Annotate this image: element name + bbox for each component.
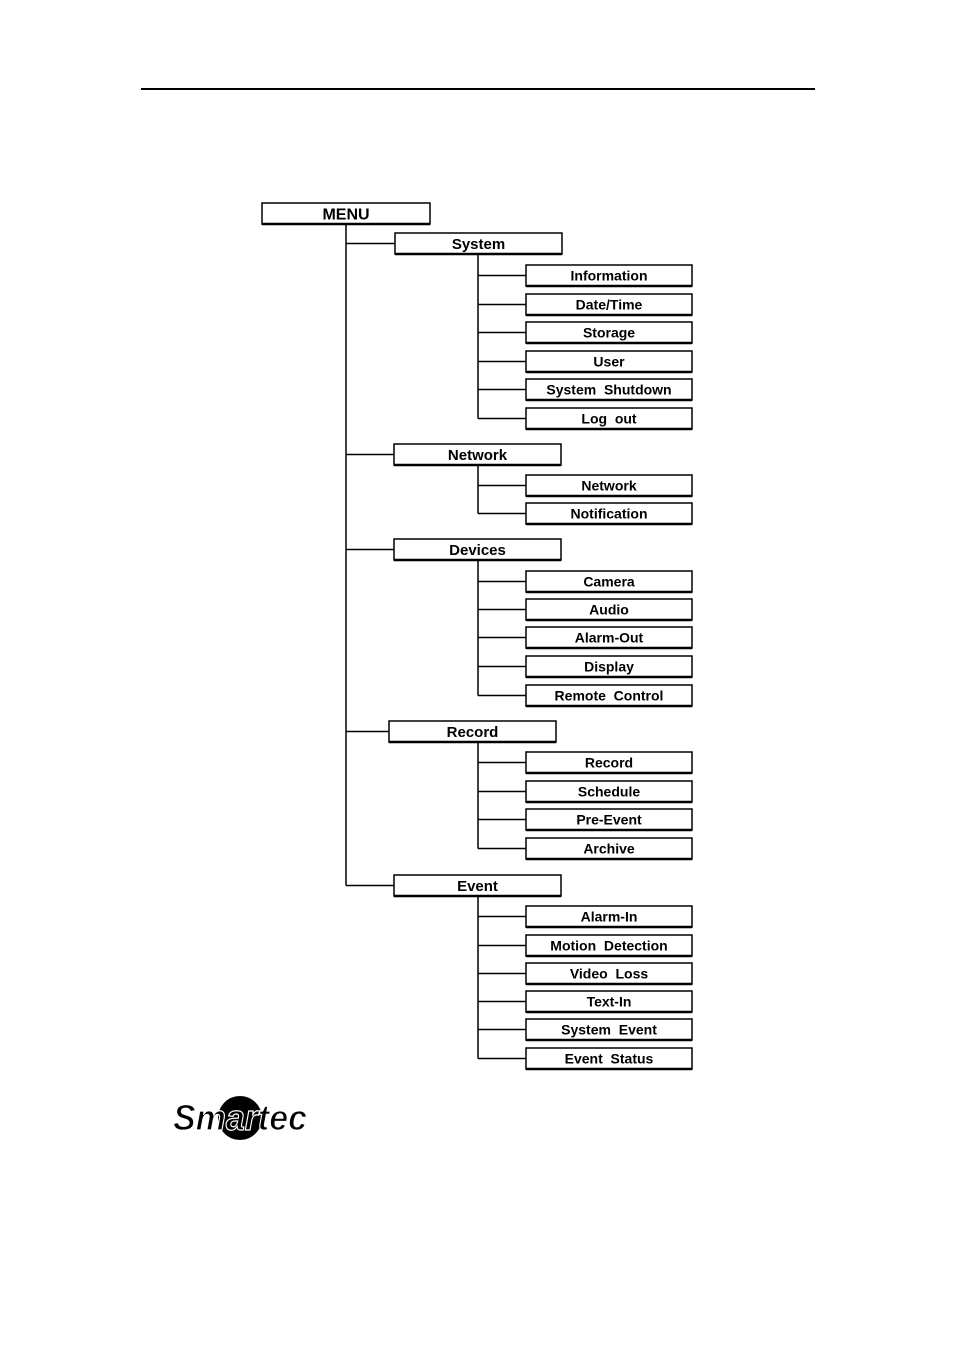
- item-box-event-text-in-label: Text-In: [587, 994, 632, 1010]
- item-box-event-motion-detection: Motion Detection: [526, 935, 692, 956]
- menu-root-box-label: MENU: [322, 206, 369, 223]
- item-box-devices-camera-label: Camera: [583, 574, 635, 590]
- item-box-record-archive-label: Archive: [583, 841, 635, 857]
- item-box-record-pre-event: Pre-Event: [526, 809, 692, 830]
- item-box-record-pre-event-label: Pre-Event: [576, 812, 642, 828]
- group-box-devices: Devices: [394, 539, 561, 560]
- group-box-system-label: System: [452, 236, 505, 253]
- item-box-devices-alarm-out: Alarm-Out: [526, 627, 692, 648]
- item-box-event-event-status: Event Status: [526, 1048, 692, 1069]
- item-box-event-video-loss-label: Video Loss: [570, 966, 649, 982]
- item-box-event-alarm-in: Alarm-In: [526, 906, 692, 927]
- item-box-event-motion-detection-label: Motion Detection: [550, 938, 667, 954]
- item-box-devices-audio-label: Audio: [589, 602, 629, 618]
- item-box-system-log-out: Log out: [526, 408, 692, 429]
- group-box-system: System: [395, 233, 562, 254]
- item-box-network-network: Network: [526, 475, 692, 496]
- item-box-event-system-event: System Event: [526, 1019, 692, 1040]
- item-box-record-archive: Archive: [526, 838, 692, 859]
- item-box-devices-display: Display: [526, 656, 692, 677]
- item-box-system-storage-label: Storage: [583, 325, 635, 341]
- item-box-system-date-time-label: Date/Time: [576, 297, 643, 313]
- item-box-system-user-label: User: [593, 354, 625, 370]
- item-box-devices-camera: Camera: [526, 571, 692, 592]
- tree-connectors: [346, 224, 526, 1059]
- item-box-system-system-shutdown-label: System Shutdown: [546, 382, 671, 398]
- logo-text: Smartec: [173, 1097, 307, 1138]
- group-box-record-label: Record: [447, 724, 499, 741]
- group-box-network-label: Network: [448, 447, 508, 464]
- tree-boxes: MENU SystemInformationDate/TimeStorageUse…: [262, 203, 692, 1069]
- group-box-record: Record: [389, 721, 556, 742]
- item-box-event-system-event-label: System Event: [561, 1022, 657, 1038]
- menu-root-box: MENU: [262, 203, 430, 224]
- group-box-event-label: Event: [457, 878, 498, 895]
- item-box-record-schedule: Schedule: [526, 781, 692, 802]
- group-box-network: Network: [394, 444, 561, 465]
- item-box-devices-audio: Audio: [526, 599, 692, 620]
- item-box-network-network-label: Network: [581, 478, 636, 494]
- item-box-record-record: Record: [526, 752, 692, 773]
- item-box-system-user: User: [526, 351, 692, 372]
- item-box-devices-alarm-out-label: Alarm-Out: [575, 630, 644, 646]
- item-box-record-record-label: Record: [585, 755, 633, 771]
- item-box-system-system-shutdown: System Shutdown: [526, 379, 692, 400]
- item-box-network-notification: Notification: [526, 503, 692, 524]
- item-box-devices-remote-control: Remote Control: [526, 685, 692, 706]
- item-box-devices-display-label: Display: [584, 659, 634, 675]
- item-box-network-notification-label: Notification: [571, 506, 648, 522]
- item-box-devices-remote-control-label: Remote Control: [555, 688, 664, 704]
- group-box-event: Event: [394, 875, 561, 896]
- item-box-system-information: Information: [526, 265, 692, 286]
- item-box-record-schedule-label: Schedule: [578, 784, 640, 800]
- item-box-system-storage: Storage: [526, 322, 692, 343]
- item-box-system-date-time: Date/Time: [526, 294, 692, 315]
- item-box-system-information-label: Information: [571, 268, 648, 284]
- group-box-devices-label: Devices: [449, 542, 506, 559]
- item-box-event-video-loss: Video Loss: [526, 963, 692, 984]
- smartec-logo: Smartec: [170, 1092, 310, 1144]
- item-box-event-text-in: Text-In: [526, 991, 692, 1012]
- item-box-event-alarm-in-label: Alarm-In: [581, 909, 638, 925]
- item-box-system-log-out-label: Log out: [581, 411, 637, 427]
- item-box-event-event-status-label: Event Status: [565, 1051, 654, 1067]
